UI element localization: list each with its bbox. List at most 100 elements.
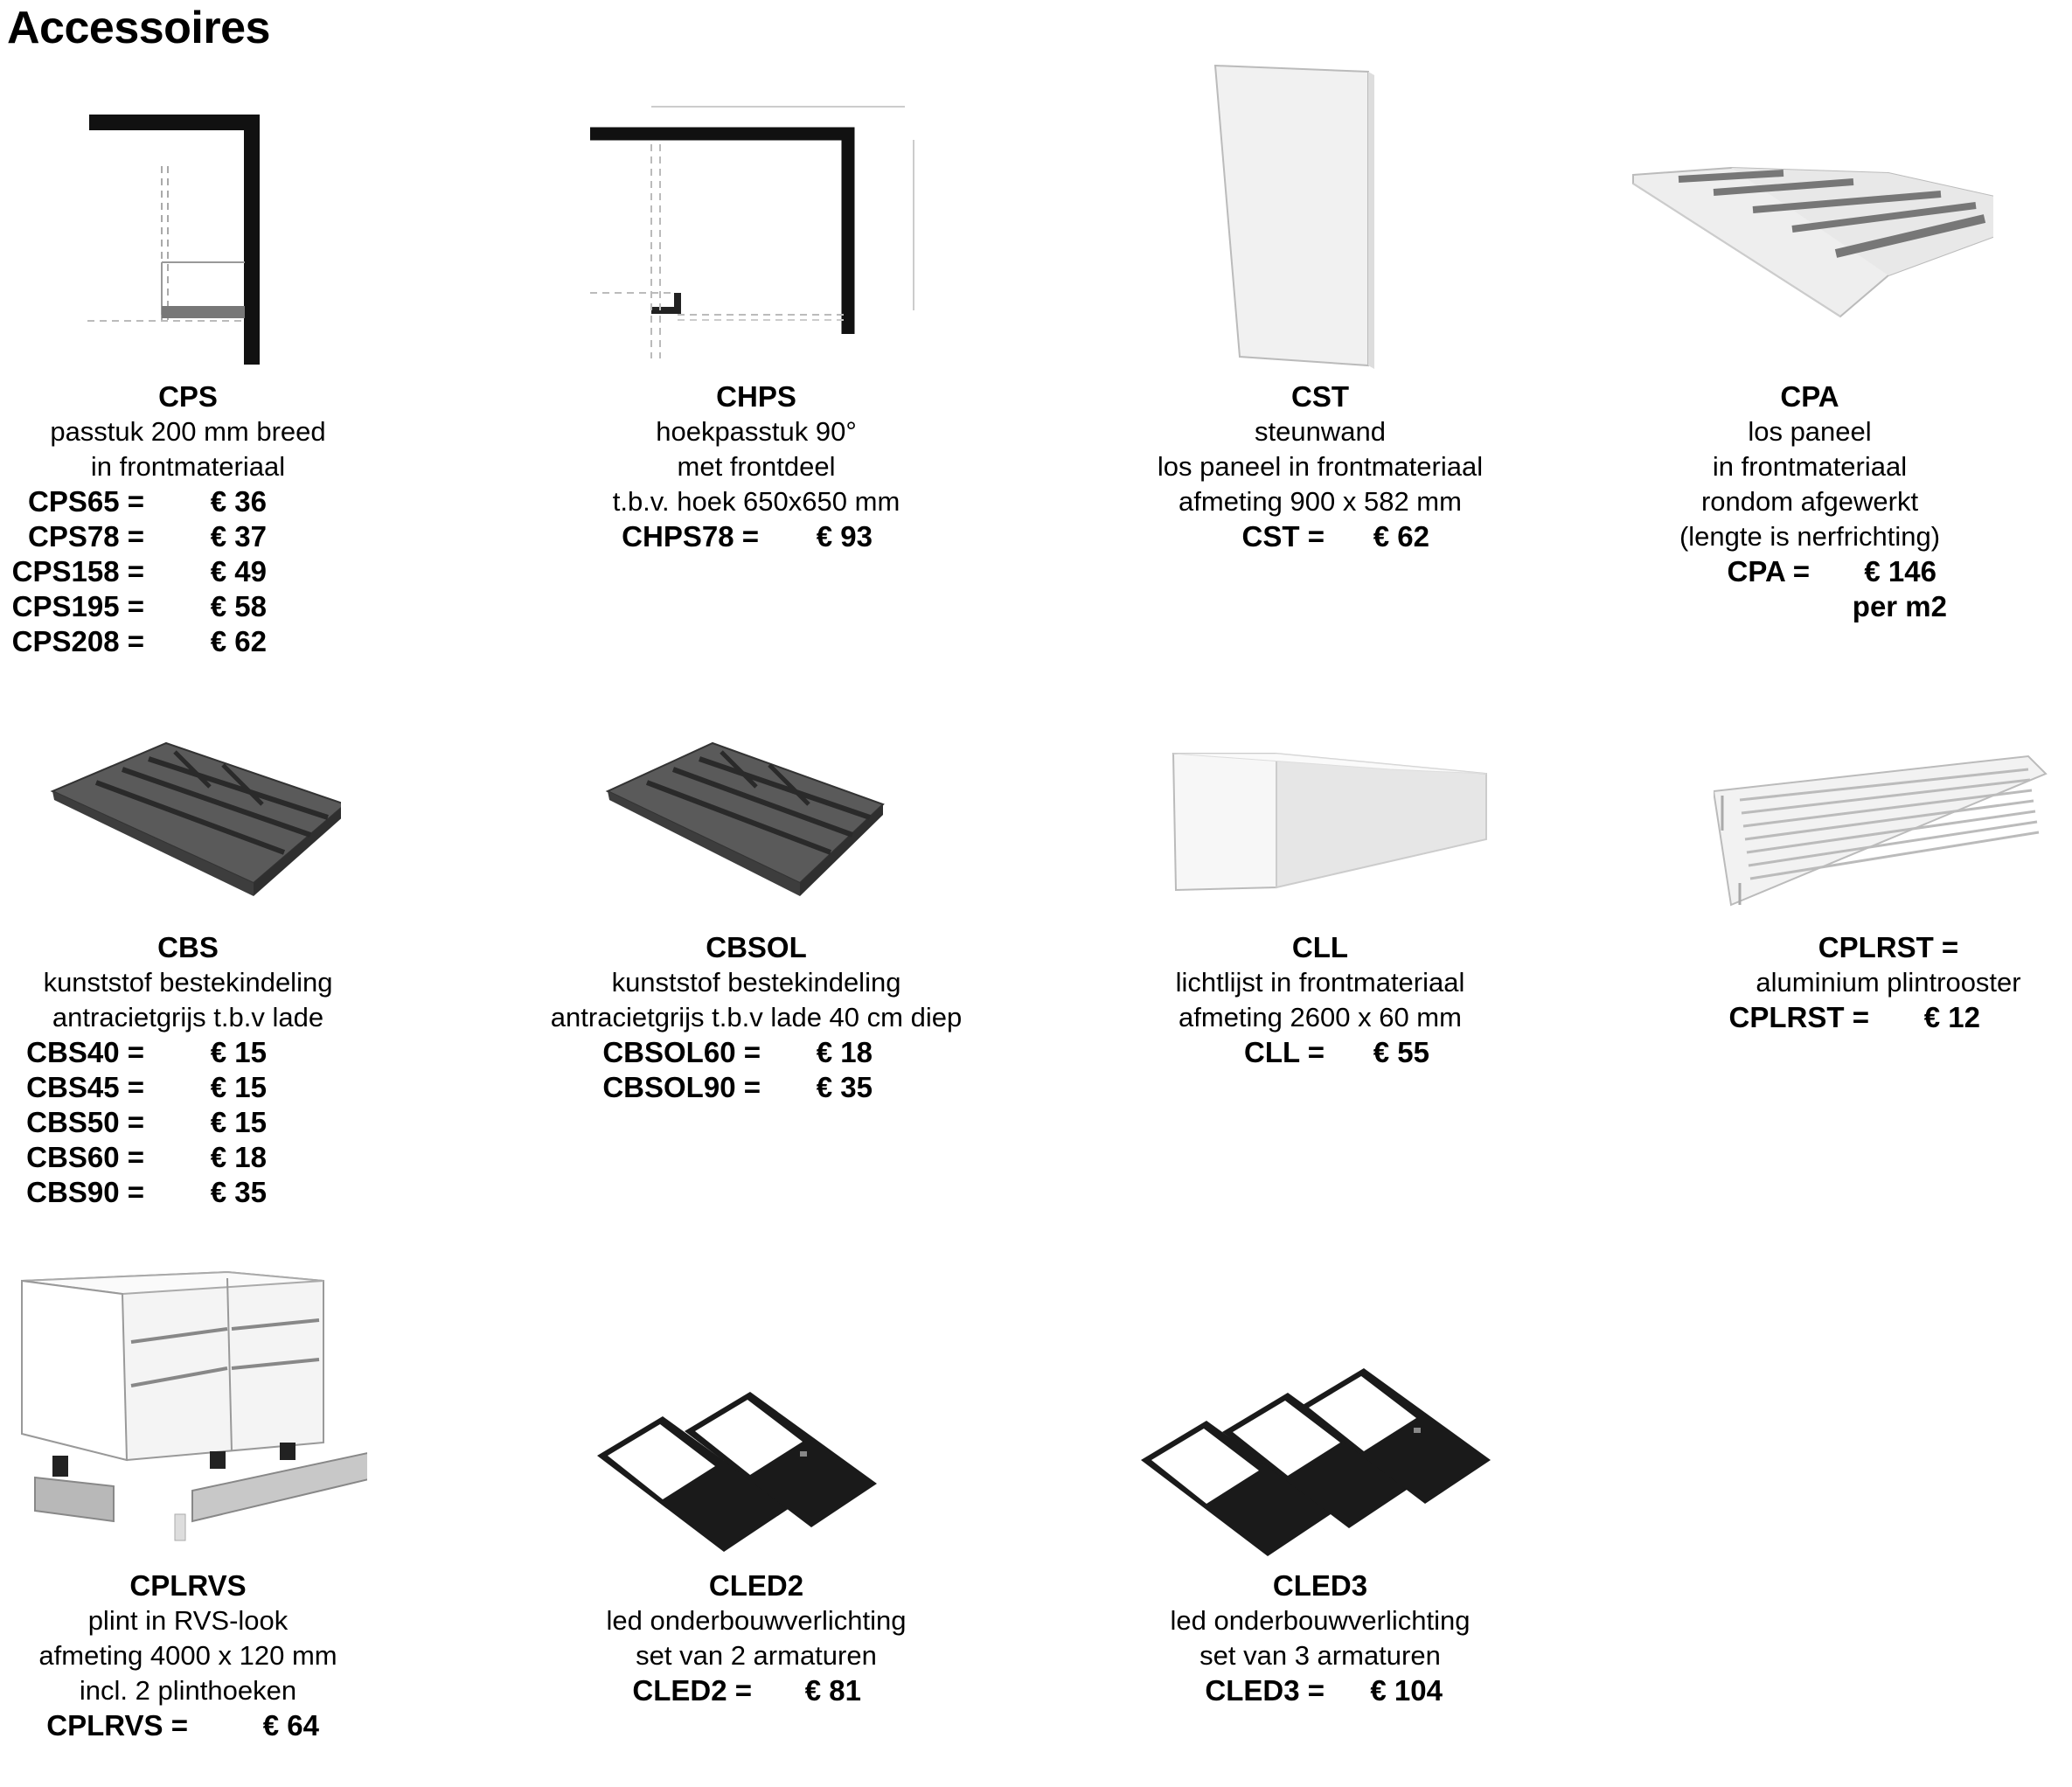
product-cll: CLL lichtlijst in frontmateriaal afmetin… — [1145, 734, 1495, 1084]
product-code: CPS — [158, 380, 218, 413]
price-unit: per m2 — [1852, 590, 1947, 622]
description-line: rondom afgewerkt — [1700, 486, 1919, 517]
price-row: CLL = € 55 — [1145, 1035, 1495, 1070]
price-row: CBS40 = € 15 — [26, 1035, 341, 1070]
product-code: CST — [1291, 380, 1349, 413]
price-value: € 18 — [210, 1141, 267, 1173]
product-cled3: CLED3 led onderbouwverlichting set van 3… — [1128, 1364, 1512, 1740]
price-code: CBS40 = — [26, 1036, 144, 1068]
price-value: € 64 — [262, 1709, 319, 1742]
price-code: CPS208 = — [11, 625, 144, 657]
price-row: CPLRST =€ 12 — [1714, 1000, 2063, 1035]
description-line: met frontdeel — [677, 451, 836, 482]
price-code: CBS60 = — [26, 1141, 144, 1173]
product-cled2: CLED2 led onderbouwverlichting set van 2… — [581, 1390, 931, 1740]
price-code: CPS158 = — [11, 555, 144, 588]
price-row: CLED2 = € 81 — [581, 1673, 931, 1708]
price-code: CLL = — [1244, 1036, 1325, 1068]
description-line: in frontmateriaal — [1712, 451, 1908, 482]
product-cps: CPS passtuk 200 mm breed in frontmateria… — [12, 105, 341, 673]
price-value: € 93 — [816, 520, 873, 553]
description-line: los paneel in frontmateriaal — [1157, 451, 1484, 482]
led-lights-image — [597, 1392, 877, 1552]
description-line: afmeting 900 x 582 mm — [1179, 486, 1462, 517]
price-row: CBS50 =€ 15 — [26, 1105, 341, 1140]
product-code: CLED3 — [1272, 1569, 1368, 1602]
price-value: € 62 — [210, 625, 267, 657]
price-code: CLED3 = — [1205, 1674, 1325, 1707]
description-line: lichtlijst in frontmateriaal — [1175, 967, 1465, 998]
description-line: set van 2 armaturen — [636, 1640, 877, 1671]
description-line: t.b.v. hoek 650x650 mm — [612, 486, 900, 517]
product-code: CLL — [1291, 931, 1349, 963]
price-value: € 15 — [210, 1071, 267, 1103]
price-value: € 58 — [210, 590, 267, 622]
plinth-grille-image — [1714, 754, 2048, 907]
price-code: CBSOL90 = — [602, 1071, 761, 1103]
description-line: plint in RVS-look — [87, 1605, 289, 1636]
description-line: kunststof bestekindeling — [611, 967, 901, 998]
price-row: CPS158 = € 49 — [12, 554, 341, 589]
description-line: steunwand — [1255, 416, 1386, 447]
price-code: CPA = — [1727, 555, 1810, 588]
price-code: CST = — [1241, 520, 1325, 553]
description-line: led onderbouwverlichting — [1170, 1605, 1471, 1636]
description-line: hoekpasstuk 90° — [656, 416, 857, 447]
price-value: € 37 — [210, 520, 267, 553]
description-line: passtuk 200 mm breed — [50, 416, 326, 447]
price-value: € 49 — [210, 555, 267, 588]
price-code: CHPS78 = — [622, 520, 759, 553]
description-line: kunststof bestekindeling — [43, 967, 333, 998]
description-line: afmeting 4000 x 120 mm — [38, 1640, 337, 1671]
price-row: CBS45 = € 15 — [26, 1070, 341, 1105]
cutlery-tray-image — [605, 741, 885, 896]
price-row: CLED3 =€ 104 — [1128, 1673, 1512, 1708]
product-chps: CHPS hoekpasstuk 90° met frontdeel t.b.v… — [568, 105, 944, 595]
price-row: CPA =€ 146 — [1626, 554, 1993, 589]
price-code: CPS65 = — [28, 485, 144, 518]
price-row: CPS208 = € 62 — [12, 624, 341, 659]
cutlery-tray-image — [50, 741, 341, 896]
description-line: incl. 2 plinthoeken — [79, 1675, 297, 1706]
price-code: CLED2 = — [632, 1674, 752, 1707]
price-row: CBSOL90 =€ 35 — [542, 1070, 970, 1105]
price-row: CBS60 = € 18 — [26, 1140, 341, 1175]
description-line: set van 3 armaturen — [1199, 1640, 1441, 1671]
price-code: CBS90 = — [26, 1176, 144, 1208]
price-code: CPLRVS = — [46, 1709, 188, 1742]
product-code: CLED2 — [708, 1569, 804, 1602]
price-row: CPLRVS = € 64 — [9, 1708, 367, 1743]
description-line: in frontmateriaal — [90, 451, 286, 482]
price-code: CBSOL60 = — [602, 1036, 761, 1068]
price-value: € 62 — [1373, 520, 1429, 553]
support-panel-image — [1213, 64, 1374, 369]
description-line: afmeting 2600 x 60 mm — [1179, 1002, 1462, 1033]
product-cplrst: CPLRST = aluminium plintrooster CPLRST =… — [1714, 734, 2063, 1049]
price-value: € 15 — [210, 1036, 267, 1068]
price-row: CST = € 62 — [1145, 519, 1495, 554]
product-code: CHPS — [716, 380, 796, 413]
corner-panel-drawing — [590, 106, 914, 358]
page-title: Accessoires — [7, 3, 270, 53]
corner-filler-drawing — [87, 115, 260, 365]
price-code: CPS195 = — [11, 590, 144, 622]
price-code: CBS50 = — [26, 1106, 144, 1138]
price-value: € 55 — [1373, 1036, 1429, 1068]
product-cplrvs: CPLRVS plint in RVS-look afmeting 4000 x… — [9, 1268, 367, 1775]
price-row: CBS90 =€ 35 — [26, 1175, 341, 1210]
price-value: € 81 — [804, 1674, 861, 1707]
panel-stack-image — [1632, 166, 1993, 318]
product-cbsol: CBSOL kunststof bestekindeling antraciet… — [542, 734, 970, 1105]
product-code: CPLRST = — [1818, 931, 1959, 963]
price-value: € 36 — [210, 485, 267, 518]
product-cpa: CPA los paneel in frontmateriaal rondom … — [1626, 131, 1993, 638]
price-code: CPS78 = — [28, 520, 144, 553]
price-code: CPLRST = — [1728, 1001, 1869, 1033]
led-lights-image — [1141, 1368, 1491, 1556]
description-line: antracietgrijs t.b.v lade 40 cm diep — [550, 1002, 963, 1033]
price-code: CBS45 = — [26, 1071, 144, 1103]
product-code: CBSOL — [706, 931, 807, 963]
description-line: (lengte is nerfrichting) — [1679, 521, 1941, 552]
price-row: CBSOL60 =€ 18 — [542, 1035, 970, 1070]
product-code: CBS — [157, 931, 219, 963]
